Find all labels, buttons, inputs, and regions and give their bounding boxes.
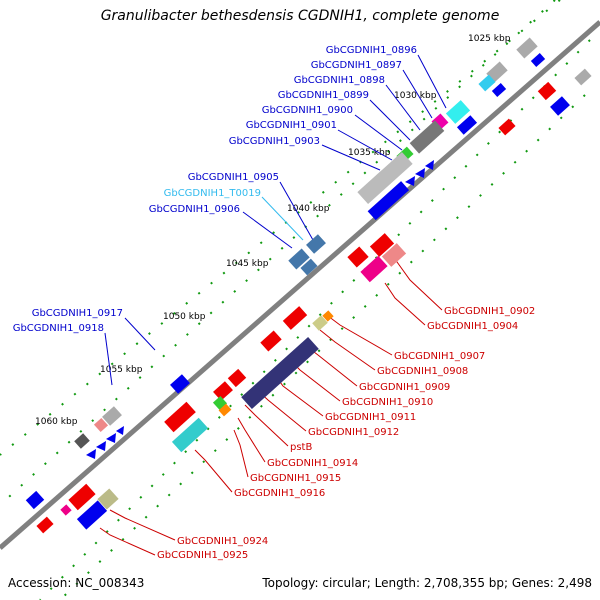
gene-block [97, 488, 119, 510]
gene-label-0911: GbCGDNIH1_0911 [325, 412, 416, 423]
gene-label-pstB: pstB [290, 442, 312, 453]
gene-block [170, 374, 190, 394]
gene-label-0903: GbCGDNIH1_0903 [229, 136, 320, 147]
forward-genes[interactable] [25, 37, 546, 510]
gene-block [164, 401, 196, 433]
gene-label-0917: GbCGDNIH1_0917 [32, 308, 123, 319]
gene-block [60, 504, 72, 516]
gene-block [516, 37, 538, 59]
tick-labels: 1025 kbp 1030 kbp 1035 kbp 1040 kbp 1045… [35, 34, 511, 427]
gene-label-0910: GbCGDNIH1_0910 [342, 397, 433, 408]
gene-label-0924: GbCGDNIH1_0924 [177, 536, 268, 547]
gene-label-0915: GbCGDNIH1_0915 [250, 473, 341, 484]
gene-label-0916: GbCGDNIH1_0916 [234, 488, 325, 499]
genome-backbone [0, 20, 600, 550]
tick-label: 1030 kbp [394, 91, 437, 101]
gene-block [312, 315, 328, 331]
upper-gene-labels[interactable]: GbCGDNIH1_0896 GbCGDNIH1_0897 GbCGDNIH1_… [13, 45, 417, 334]
gene-label-0896: GbCGDNIH1_0896 [326, 45, 417, 56]
rna-leader [261, 196, 304, 241]
gene-block [360, 255, 388, 283]
gene-block [347, 246, 369, 268]
tick-label: 1050 kbp [163, 312, 206, 322]
gene-block [227, 368, 247, 388]
tick-label: 1025 kbp [468, 34, 511, 44]
gene-block [322, 310, 334, 322]
gene-label-0907: GbCGDNIH1_0907 [394, 351, 485, 362]
gene-block [486, 61, 508, 83]
gene-block [550, 96, 570, 116]
gene-label-0904: GbCGDNIH1_0904 [427, 321, 518, 332]
gene-block [260, 330, 282, 352]
gene-label-0899: GbCGDNIH1_0899 [278, 90, 369, 101]
gene-block [76, 500, 108, 530]
gene-block [369, 233, 395, 257]
gene-block [300, 258, 318, 276]
gene-block [491, 83, 507, 97]
gene-block [498, 118, 516, 136]
upper-leaders [104, 54, 447, 386]
gene-label-0909: GbCGDNIH1_0909 [359, 382, 450, 393]
gene-label-T0019: GbCGDNIH1_T0019 [164, 188, 261, 199]
tick-label: 1035 kbp [348, 148, 391, 158]
gene-block [288, 248, 310, 270]
gene-block [574, 68, 592, 86]
reverse-genes[interactable] [36, 68, 592, 534]
gene-block [93, 417, 109, 433]
gene-label-0906: GbCGDNIH1_0906 [149, 204, 240, 215]
gene-block [102, 406, 122, 426]
gene-block [282, 306, 308, 330]
gene-block [306, 234, 326, 254]
gene-label-0918: GbCGDNIH1_0918 [13, 323, 104, 334]
gene-label-0901: GbCGDNIH1_0901 [246, 120, 337, 131]
gene-block [357, 151, 413, 205]
gene-block [241, 336, 319, 410]
gene-block [36, 516, 54, 534]
tick-label: 1055 kbp [100, 365, 143, 375]
gene-block [68, 483, 96, 511]
gene-label-0900: GbCGDNIH1_0900 [262, 105, 353, 116]
accession-text: Accession: NC_008343 [8, 576, 145, 590]
map-title: Granulibacter bethesdensis CGDNIH1, comp… [100, 8, 500, 24]
gene-block [478, 74, 496, 92]
gene-label-0908: GbCGDNIH1_0908 [377, 366, 468, 377]
gene-label-0897: GbCGDNIH1_0897 [311, 60, 402, 71]
gene-block [218, 403, 232, 417]
gene-block [213, 381, 233, 401]
tick-label: 1060 kbp [35, 417, 78, 427]
gene-label-0905: GbCGDNIH1_0905 [188, 172, 279, 183]
gene-block [530, 53, 546, 67]
gene-block [537, 81, 557, 101]
gene-block [367, 181, 410, 221]
gene-block [456, 115, 478, 135]
gene-label-0925: GbCGDNIH1_0925 [157, 550, 248, 561]
gene-block [381, 243, 407, 267]
forward-arrows [86, 160, 434, 459]
gene-block [74, 433, 90, 449]
tick-label: 1040 kbp [287, 204, 330, 214]
gene-block [171, 417, 209, 453]
lower-gene-labels[interactable]: GbCGDNIH1_0902 GbCGDNIH1_0904 GbCGDNIH1_… [157, 306, 535, 561]
gene-block [445, 100, 471, 124]
tick-label: 1045 kbp [226, 259, 269, 269]
gene-label-0914: GbCGDNIH1_0914 [267, 458, 358, 469]
genome-summary: Topology: circular; Length: 2,708,355 bp… [262, 576, 592, 590]
gene-label-0912: GbCGDNIH1_0912 [308, 427, 399, 438]
gene-block [25, 490, 45, 510]
gene-label-0898: GbCGDNIH1_0898 [294, 75, 385, 86]
gene-label-0902: GbCGDNIH1_0902 [444, 306, 535, 317]
gene-block [409, 120, 445, 154]
